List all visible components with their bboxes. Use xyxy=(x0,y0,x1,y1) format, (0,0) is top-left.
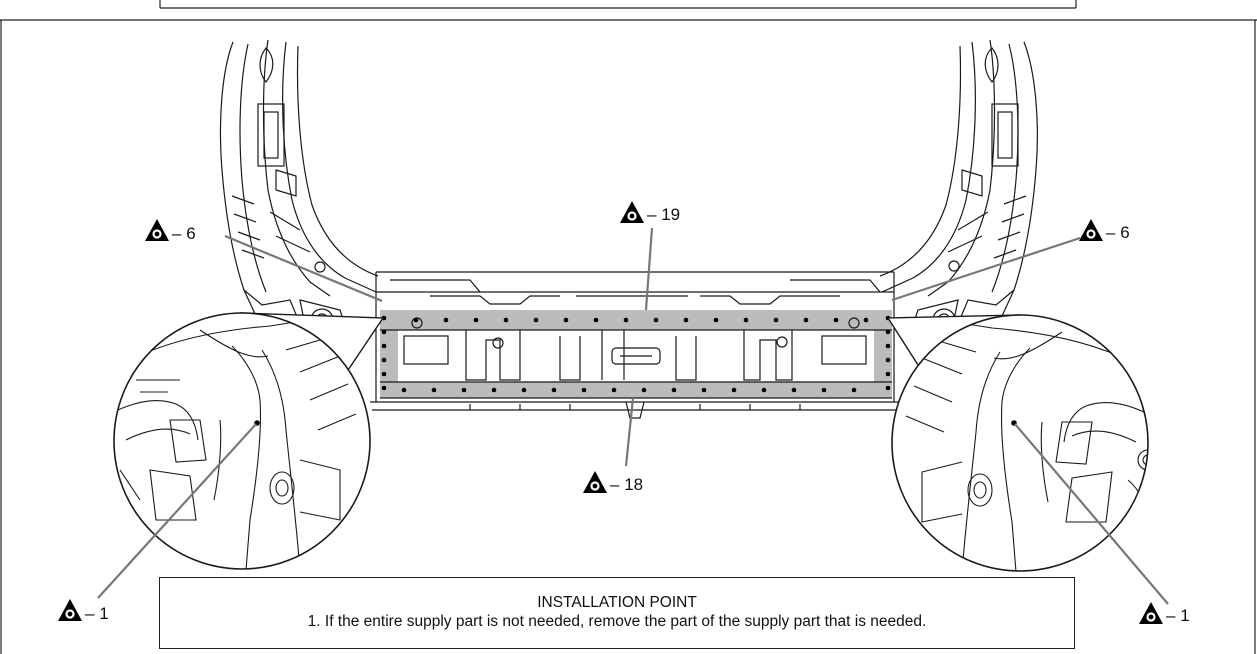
right-rear-pillar xyxy=(879,39,1038,341)
callout-top-left: – 6 xyxy=(172,224,196,243)
callout-number: 1 xyxy=(1180,606,1190,625)
callout-top-center: – 19 xyxy=(647,205,681,224)
weld-type-icon xyxy=(1079,219,1103,241)
left-detail-magnifier xyxy=(113,312,385,570)
callout-number: 6 xyxy=(1120,223,1130,242)
left-rear-pillar xyxy=(219,39,379,341)
spot-weld-points xyxy=(381,315,891,393)
callout-number: 6 xyxy=(186,224,196,243)
callout-number: 1 xyxy=(99,604,109,623)
weld-type-icon xyxy=(1139,602,1163,624)
note-title: INSTALLATION POINT xyxy=(537,594,697,611)
weld-type-icon xyxy=(583,471,607,493)
callout-bottom-center: – 18 xyxy=(610,475,644,494)
installation-point-note: INSTALLATION POINT 1. If the entire supp… xyxy=(159,577,1075,649)
weld-type-icon xyxy=(620,201,644,223)
leader-lines xyxy=(97,227,1169,605)
note-text: 1. If the entire supply part is not need… xyxy=(307,613,927,630)
callout-top-right: – 6 xyxy=(1106,223,1130,242)
callout-number: 19 xyxy=(661,205,681,224)
callout-bottom-left: – 1 xyxy=(85,604,109,623)
callout-number: 18 xyxy=(624,475,644,494)
callout-bottom-right: – 1 xyxy=(1166,606,1190,625)
weld-type-icon xyxy=(145,219,169,241)
lower-back-panel xyxy=(370,271,900,419)
weld-type-icon xyxy=(58,599,82,621)
right-detail-magnifier xyxy=(886,314,1149,572)
